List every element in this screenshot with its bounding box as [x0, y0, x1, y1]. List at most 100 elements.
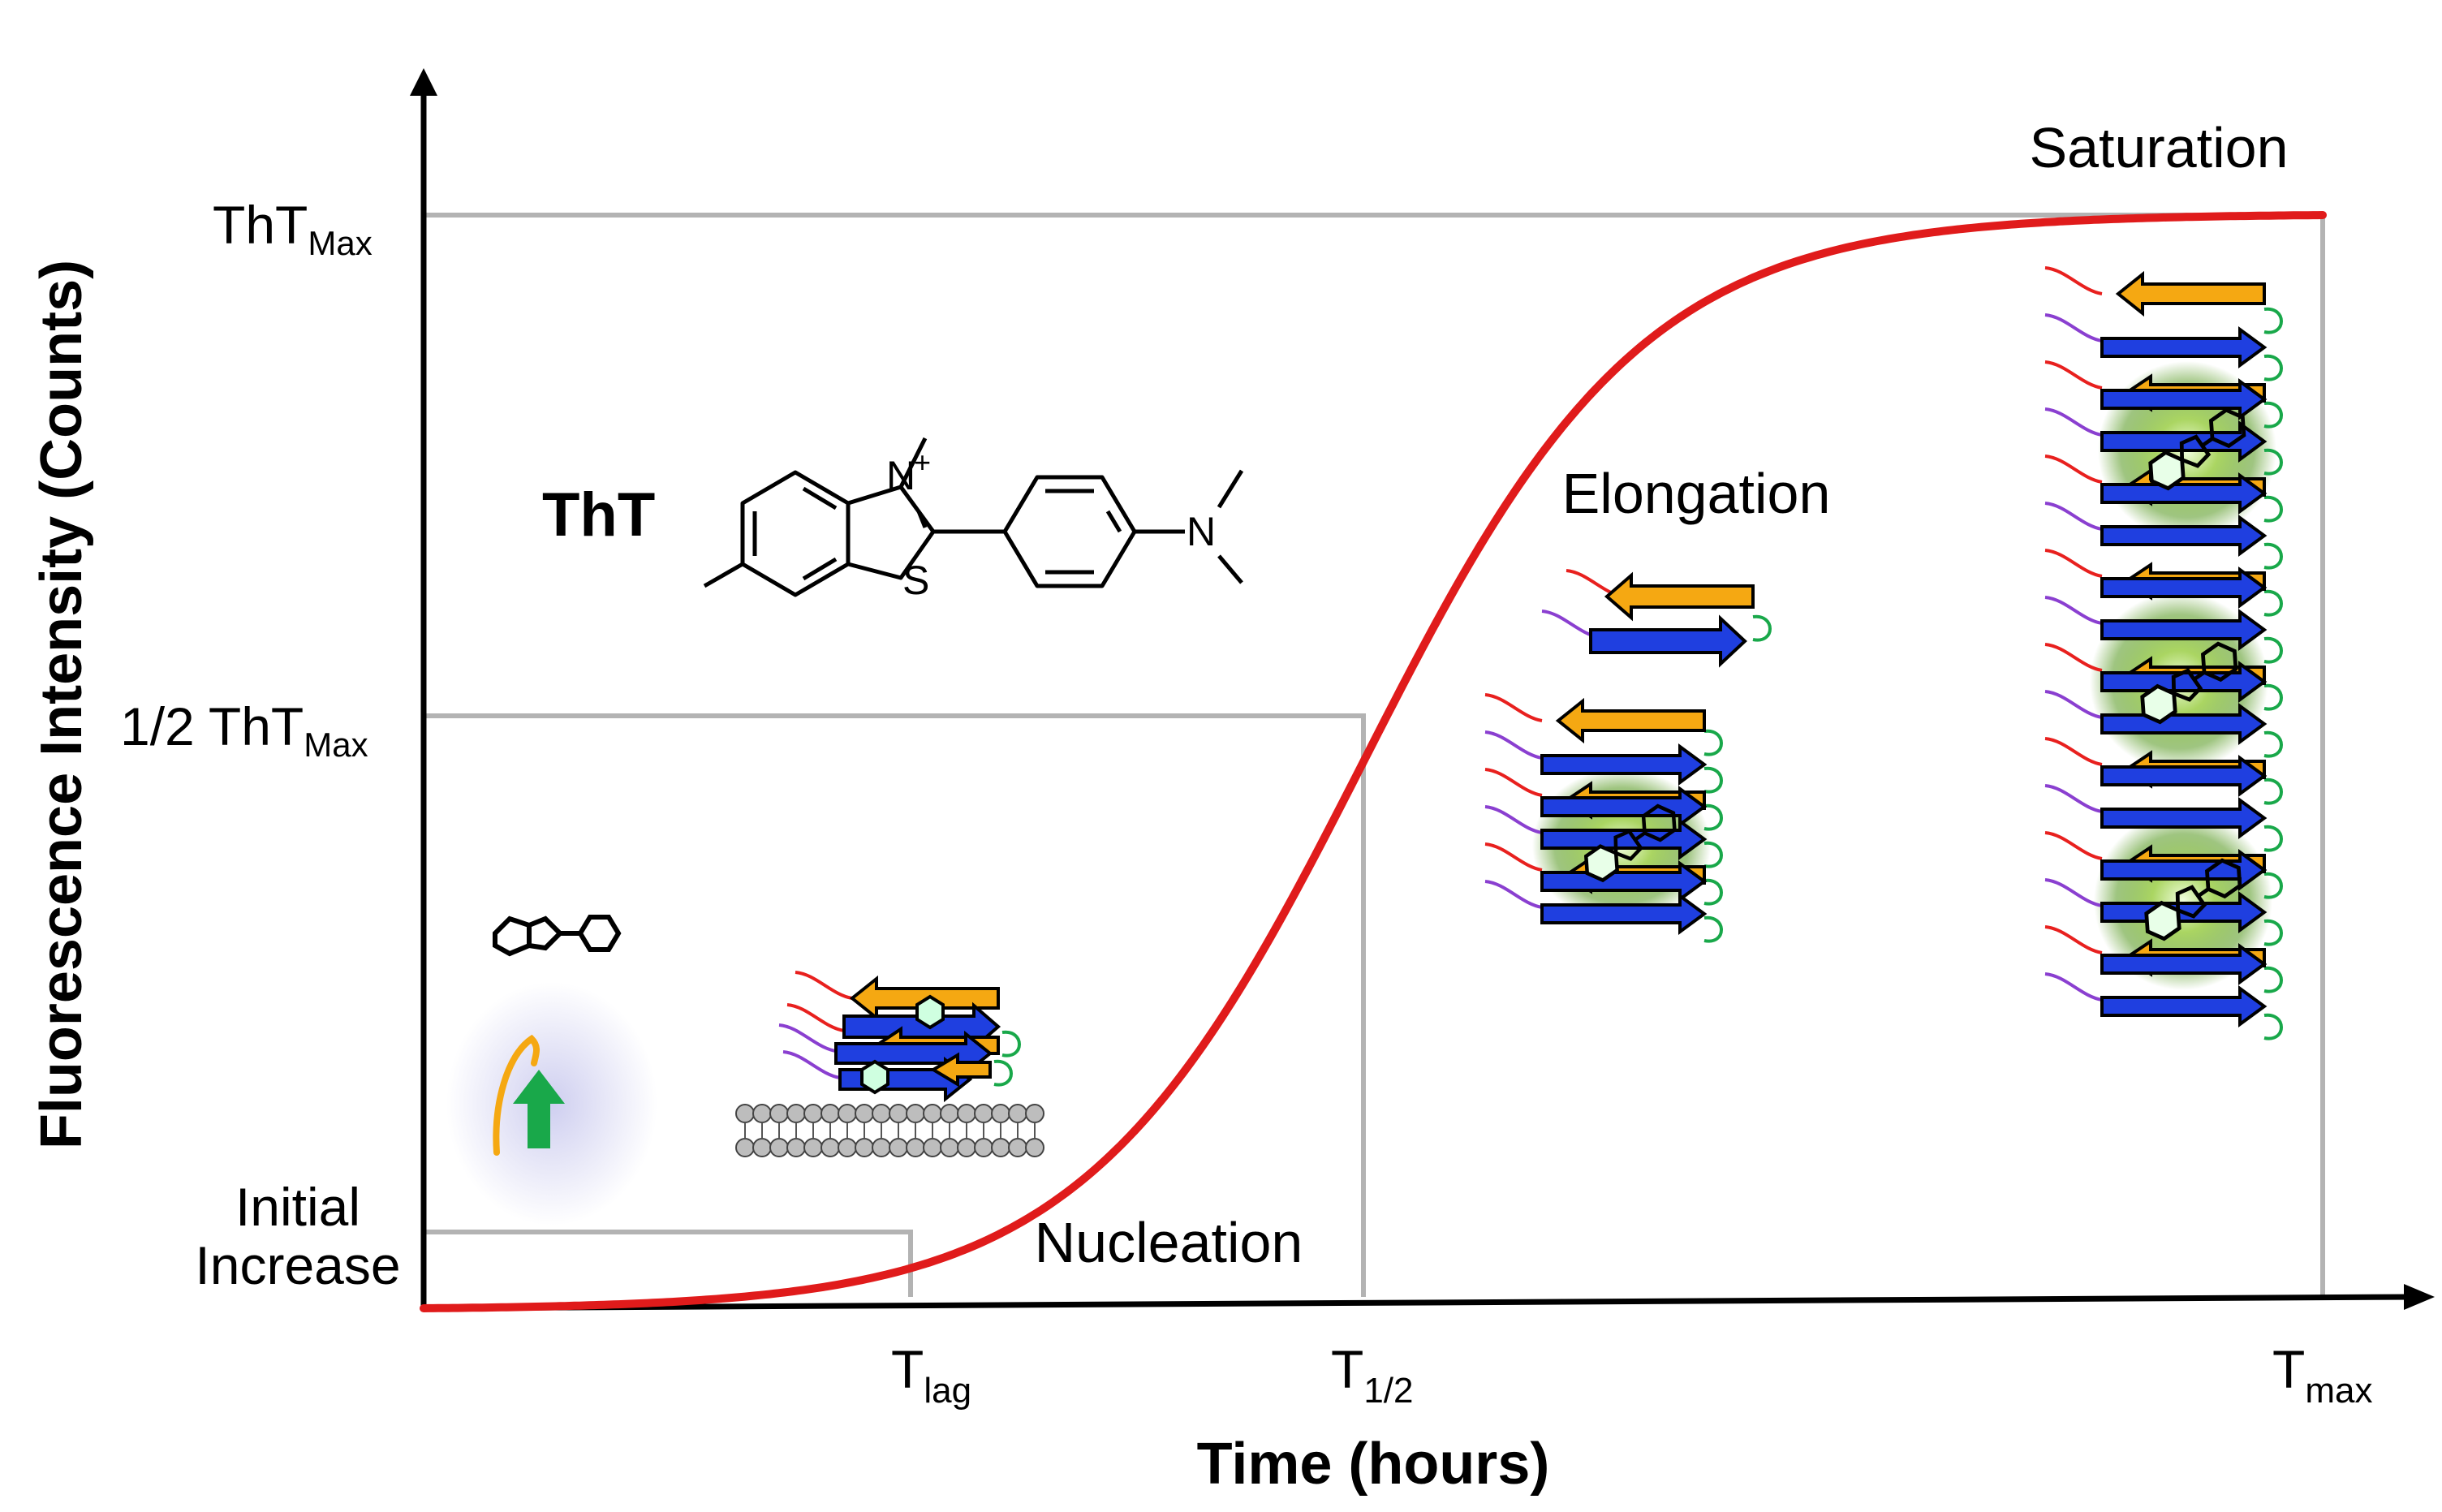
peptide-loop: [1703, 803, 1723, 831]
lipid-head: [906, 1138, 925, 1157]
lipid-head: [855, 1104, 874, 1123]
beta-strand-arrow: [2100, 566, 2268, 609]
beta-strand-arrow: [2100, 797, 2268, 839]
beta-strand-arrow: [1540, 786, 1708, 828]
peptide-loop: [1703, 915, 1723, 943]
peptide-loop: [2263, 683, 2283, 711]
peptide-tail: [2044, 831, 2103, 860]
peptide-tail: [2044, 360, 2103, 390]
lipid-head: [974, 1104, 993, 1123]
peptide-loop: [2263, 307, 2283, 334]
guide-lines: [424, 213, 2325, 1297]
lipid-head: [752, 1104, 772, 1123]
peptide-tail: [2044, 690, 2103, 719]
phenyl-ring: [1002, 475, 1137, 588]
lipid-head: [906, 1104, 925, 1123]
y-tick-initial: Initial: [235, 1177, 360, 1237]
guide-half: [424, 713, 1366, 1297]
peptide-loop: [2263, 919, 2283, 946]
peptide-tail: [786, 1003, 845, 1032]
peptide-loop: [2263, 1013, 2283, 1040]
peptide-tail: [2044, 878, 2103, 907]
lipid-head: [786, 1104, 806, 1123]
x-tick-tlag: Tlag: [891, 1339, 971, 1411]
lipid-head: [1008, 1104, 1027, 1123]
tht-bound-icon: [2140, 641, 2238, 725]
y-tick-increase: Increase: [195, 1235, 400, 1295]
lipid-head: [923, 1104, 942, 1123]
peptide-tail: [2044, 596, 2103, 625]
atom-n-plus: N: [886, 453, 915, 498]
peptide-tail: [2044, 925, 2103, 954]
beta-strand-arrow: [2115, 270, 2266, 317]
peptide-tail: [2044, 643, 2103, 672]
lipid-head: [838, 1138, 857, 1157]
lipid-head: [1008, 1138, 1027, 1157]
beta-strand-arrow: [2100, 378, 2268, 420]
peptide-loop: [993, 1059, 1013, 1087]
peptide-tail: [2044, 313, 2103, 342]
peptide-tail: [1484, 880, 1543, 909]
peptide-loop: [2263, 401, 2283, 429]
x-axis-title: Time (hours): [1197, 1432, 1550, 1497]
lipid-head: [872, 1138, 891, 1157]
peptide-tail: [2044, 502, 2103, 531]
peptide-loop: [2263, 448, 2283, 476]
beta-strand-arrow: [1589, 614, 1747, 668]
lipid-head: [769, 1104, 789, 1123]
y-tick-tht-max: ThTMax: [213, 195, 373, 262]
lipid-head: [786, 1138, 806, 1157]
monomer-strand-orange: [493, 1034, 540, 1156]
beta-strand-arrow: [2100, 326, 2268, 368]
lipid-head: [820, 1138, 840, 1157]
peptide-tail: [2044, 266, 2103, 295]
peptide-tail: [1484, 730, 1543, 760]
atom-n-amine: N: [1187, 509, 1216, 554]
lipid-head: [940, 1104, 959, 1123]
phase-elongation: Elongation: [1562, 462, 1831, 525]
peptide-tail: [782, 1050, 841, 1079]
fibril-stack: [2044, 266, 2283, 1040]
lipid-head: [1025, 1138, 1044, 1157]
x-tick-tmax: Tmax: [2272, 1339, 2372, 1411]
peptide-tail: [1484, 768, 1543, 797]
lipid-head: [820, 1104, 840, 1123]
lipid-head: [923, 1138, 942, 1157]
tht-bound-icon: [1583, 803, 1677, 883]
peptide-tail: [795, 971, 853, 1000]
x-axis: [423, 1293, 2418, 1312]
peptide-loop: [1703, 878, 1723, 906]
methyl-bond: [703, 562, 744, 588]
beta-strand-arrow: [1540, 893, 1708, 935]
peptide-loop: [2263, 589, 2283, 617]
beta-strand-arrow: [2100, 661, 2268, 703]
beta-strand-arrow: [2100, 943, 2268, 985]
peptide-tail: [2044, 737, 2103, 766]
fibril-stack: [1484, 693, 1723, 943]
lipid-head: [991, 1138, 1010, 1157]
lipid-head: [957, 1104, 976, 1123]
lipid-head: [940, 1138, 959, 1157]
peptide-loop: [2263, 825, 2283, 852]
fluorescence-curve: [420, 211, 2327, 1312]
lipid-head: [752, 1138, 772, 1157]
phase-nucleation: Nucleation: [1035, 1211, 1303, 1274]
x-tick-thalf: T1/2: [1331, 1339, 1414, 1411]
lipid-head: [855, 1138, 874, 1157]
peptide-tail: [2044, 549, 2103, 578]
nucleation-oligomer: [778, 971, 1021, 1103]
monomer-arrow-green: [513, 1070, 565, 1148]
peptide-loop: [1752, 614, 1772, 642]
lipid-head: [957, 1138, 976, 1157]
peptide-tail: [1484, 805, 1543, 834]
tht-icon-small: [493, 915, 622, 957]
phase-saturation: Saturation: [2029, 116, 2288, 179]
peptide-tail: [2044, 784, 2103, 813]
beta-strand-arrow: [1540, 860, 1708, 902]
peptide-tail: [778, 1023, 837, 1053]
lipid-head: [889, 1104, 908, 1123]
lipid-head: [872, 1104, 891, 1123]
lipid-head: [769, 1138, 789, 1157]
peptide-loop: [1703, 729, 1723, 756]
